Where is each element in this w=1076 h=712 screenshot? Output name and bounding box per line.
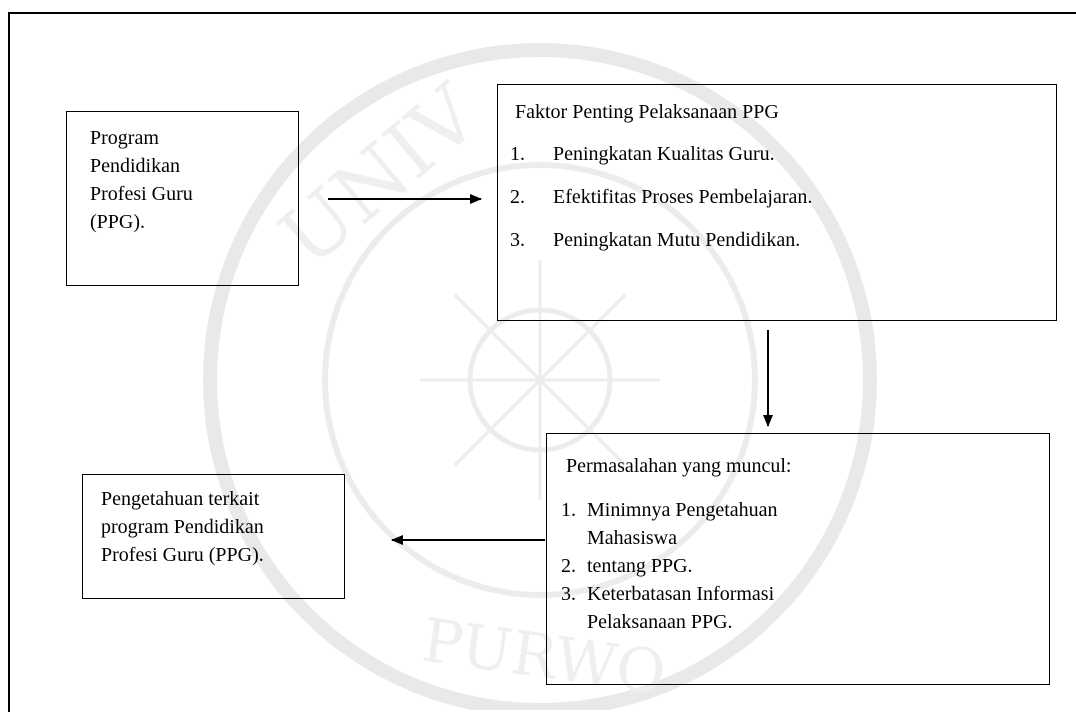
item-number: 1. [561, 499, 576, 521]
faktor-list: 1. Peningkatan Kualitas Guru. 2. Efektifit… [510, 140, 1056, 254]
node-faktor-penting: Faktor Penting Pelaksanaan PPG 1. Peningk… [497, 84, 1057, 321]
list-item: 1. Minimnya Pengetahuan Mahasiswa [561, 496, 1049, 552]
node-text-line: Profesi Guru (PPG). [101, 544, 264, 566]
node-text-line: (PPG). [90, 211, 146, 233]
node-text-line: Pengetahuan terkait [101, 488, 260, 510]
item-number: 1. [510, 143, 525, 165]
list-item: 3. Keterbatasan Informasi Pelaksanaan PPG… [561, 580, 1049, 636]
node-ppg-program: Program Pendidikan Profesi Guru (PPG). [66, 111, 299, 286]
list-item: 3. Peningkatan Mutu Pendidikan. [510, 226, 1056, 254]
node-heading: Permasalahan yang muncul: [566, 455, 792, 477]
item-text: tentang PPG. [587, 555, 693, 577]
item-text: Peningkatan Kualitas Guru. [553, 143, 775, 165]
item-text: Keterbatasan Informasi Pelaksanaan PPG. [587, 583, 775, 633]
node-text-line: program Pendidikan [101, 516, 264, 538]
item-text: Peningkatan Mutu Pendidikan. [553, 229, 801, 251]
diagram-frame [8, 12, 1076, 712]
node-heading: Faktor Penting Pelaksanaan PPG [515, 101, 779, 123]
list-item: 2. Efektifitas Proses Pembelajaran. [510, 183, 1056, 211]
item-number: 2. [510, 186, 525, 208]
permasalahan-list: 1. Minimnya Pengetahuan Mahasiswa 2. tenta… [561, 496, 1049, 636]
node-permasalahan: Permasalahan yang muncul: 1. Minimnya Pen… [546, 433, 1050, 685]
list-item: 1. Peningkatan Kualitas Guru. [510, 140, 1056, 168]
list-item: 2. tentang PPG. [561, 552, 1049, 580]
item-text: Minimnya Pengetahuan Mahasiswa [587, 499, 778, 549]
item-text: Efektifitas Proses Pembelajaran. [553, 186, 813, 208]
item-number: 3. [510, 229, 525, 251]
node-text-line: Program [90, 127, 159, 149]
item-number: 3. [561, 583, 576, 605]
node-text-line: Profesi Guru [90, 183, 193, 205]
item-number: 2. [561, 555, 576, 577]
node-text-line: Pendidikan [90, 155, 180, 177]
node-pengetahuan: Pengetahuan terkait program Pendidikan P… [82, 474, 345, 599]
